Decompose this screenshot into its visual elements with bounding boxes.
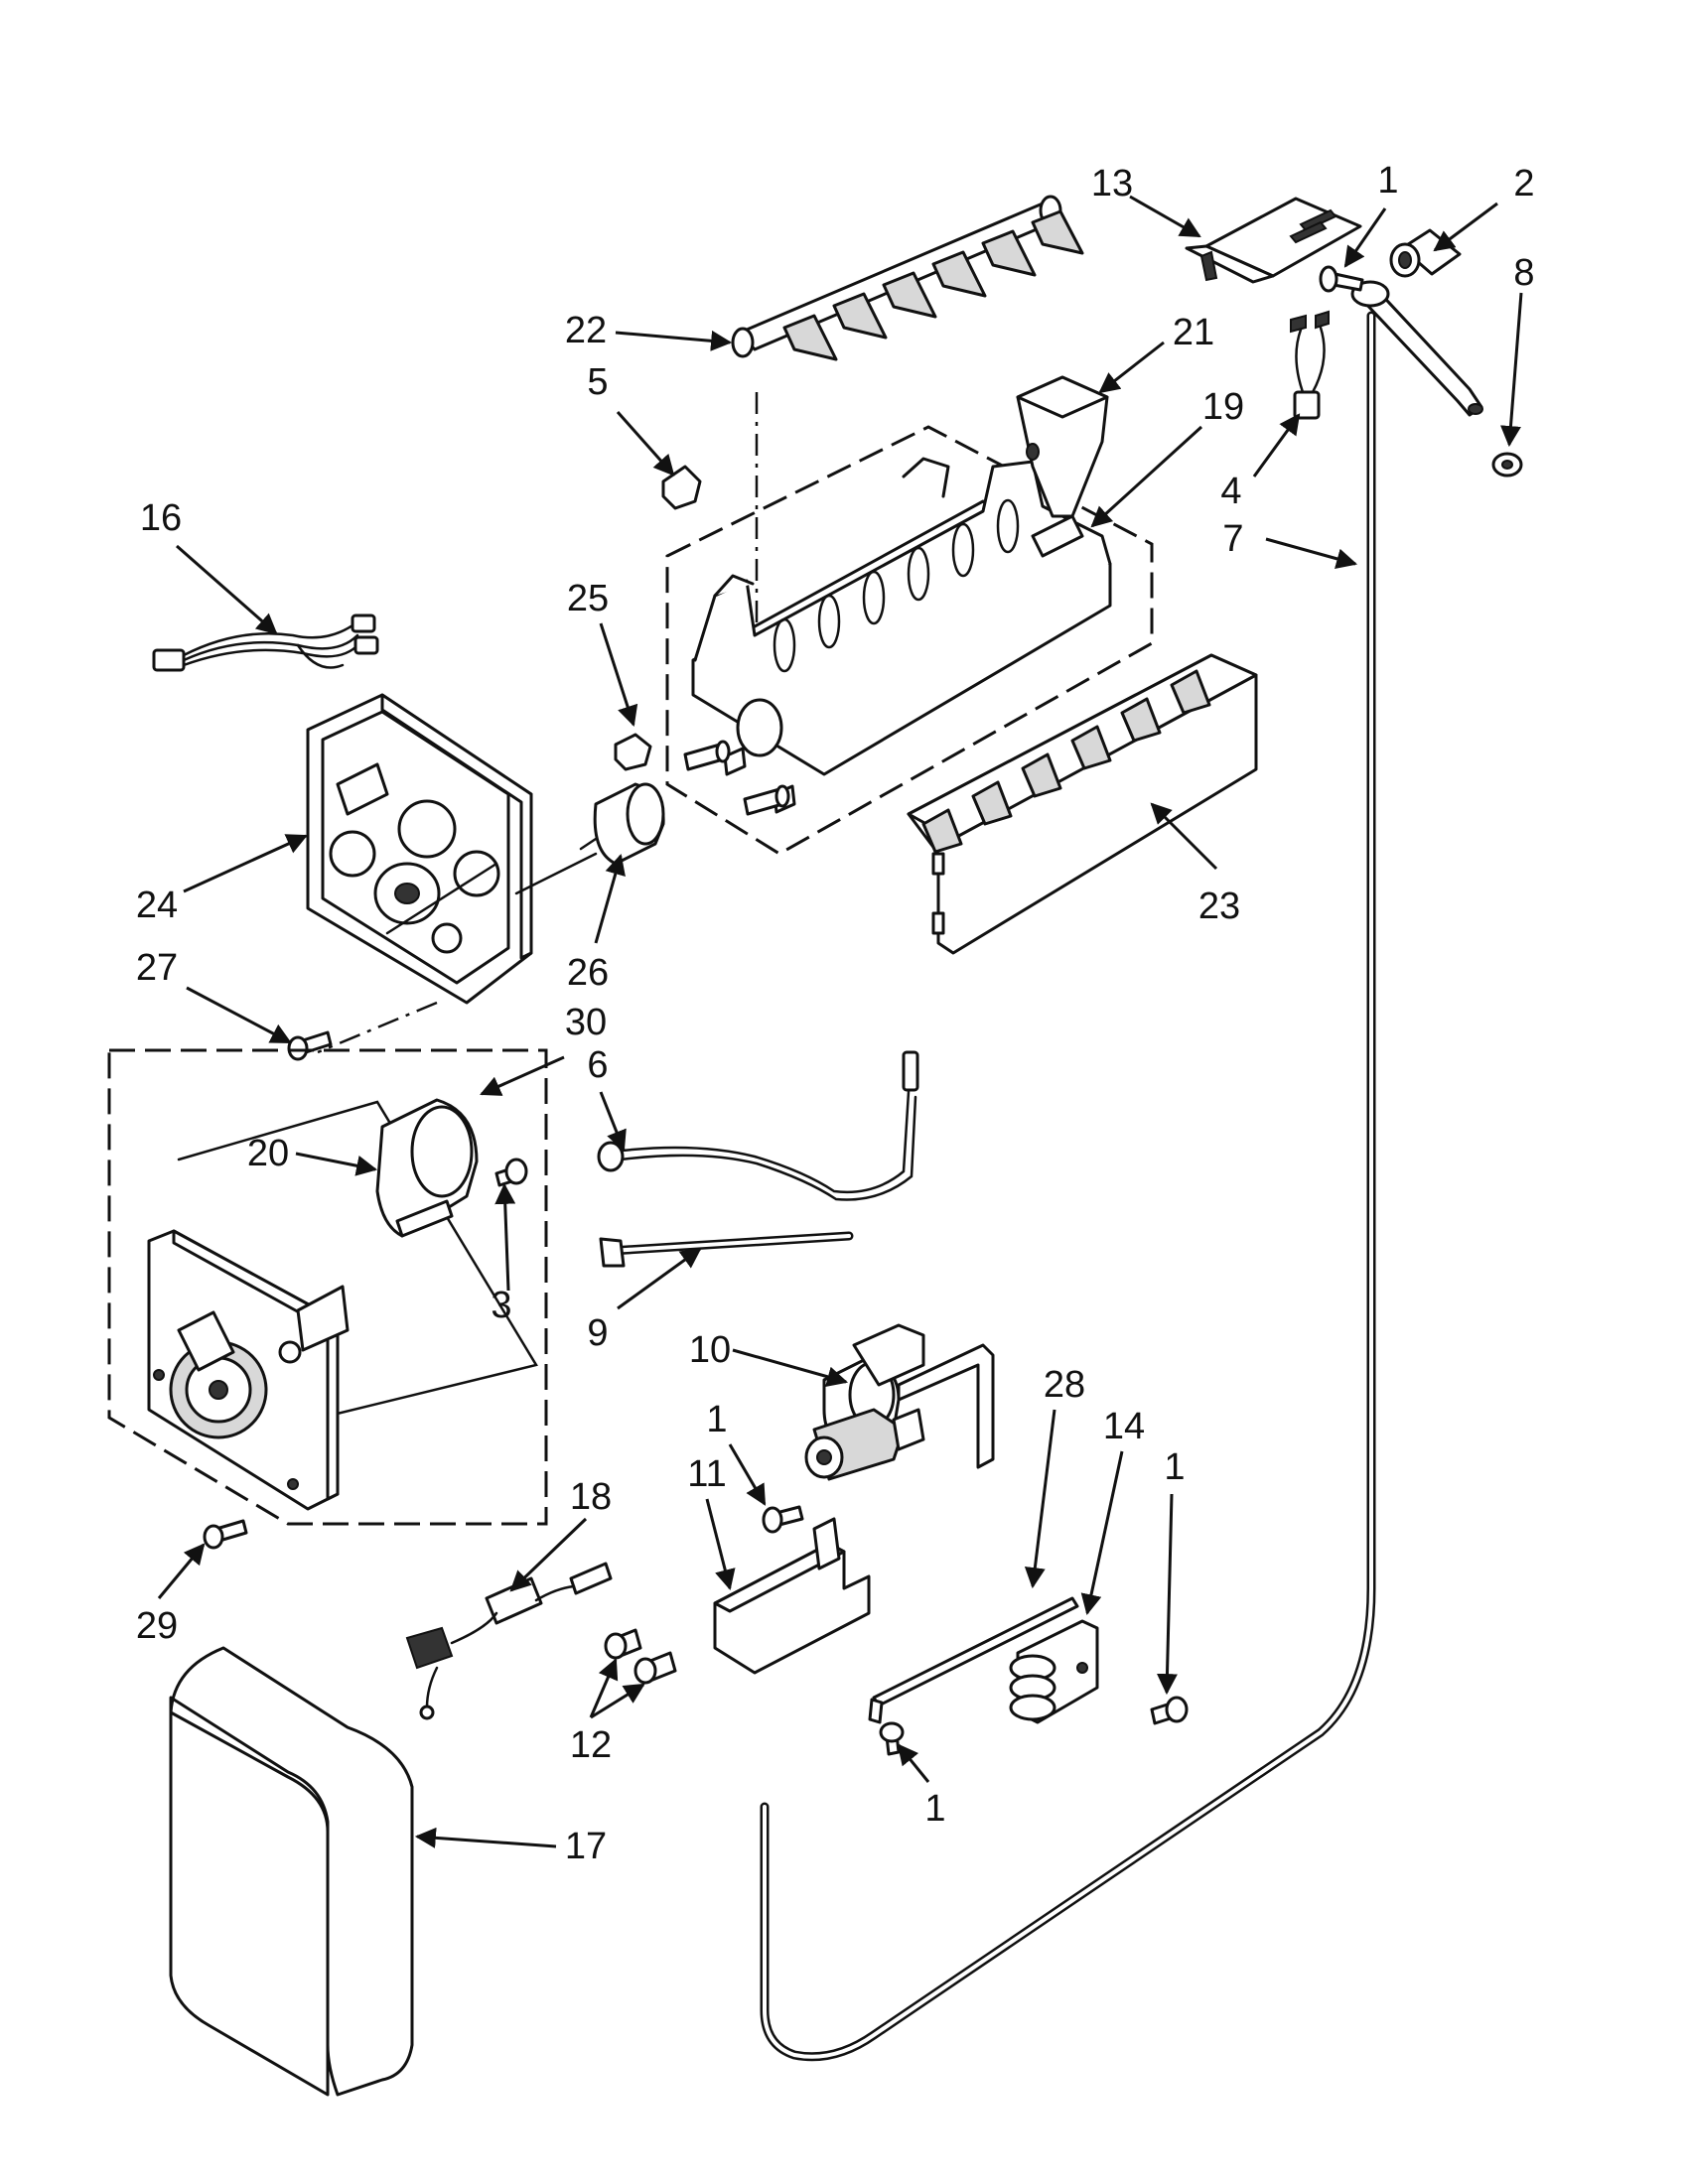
callout-22: 22 [565,310,607,351]
callout-18: 18 [570,1476,612,1518]
water-valve-part-10 [804,1323,995,1481]
mold-cavities [773,498,1020,673]
callout-1-top: 1 [1377,160,1398,202]
callout-24: 24 [136,885,178,926]
module-assembly-boundary-30 [107,1048,548,1526]
screw-part-3 [494,1158,528,1187]
callout-8: 8 [1513,252,1534,294]
screw-axis-line-27 [317,1001,438,1054]
callout-1-lower: 1 [924,1788,945,1830]
bin-part-21 [1016,375,1109,518]
fill-tube-part-9 [599,1231,854,1268]
washer-part-8 [1491,452,1523,478]
bracket-part-11 [713,1517,871,1675]
callout-11: 11 [687,1453,726,1495]
callout-10: 10 [689,1329,731,1371]
fill-cup-part-2 [1389,228,1462,278]
clip-part-5 [661,465,702,510]
callout-26: 26 [567,952,609,994]
ice-mold-part-19 [691,457,1112,814]
callout-13: 13 [1091,163,1133,205]
module-plate-part-30 [147,1229,350,1511]
callout-21: 21 [1173,312,1214,353]
callout-labels: 13 1 2 8 22 21 5 19 4 7 16 25 24 23 26 2… [136,160,1535,1867]
callout-1-bracket: 1 [706,1399,727,1440]
callout-2: 2 [1513,163,1534,205]
callout-5: 5 [587,361,608,403]
callout-12: 12 [570,1724,612,1766]
callout-29: 29 [136,1605,178,1647]
screw-part-1-bracket [762,1505,804,1534]
screw-part-1-top [1319,265,1364,293]
callout-4: 4 [1220,471,1241,512]
callout-23: 23 [1198,886,1240,927]
motor-axis-line [514,852,598,895]
callout-27: 27 [136,947,178,989]
mold-assembly-boundary [665,425,1154,856]
clamp-part-14 [1009,1619,1099,1724]
wire-harness-part-16 [152,614,379,672]
motor-assembly-guide-line [177,1100,538,1422]
callout-25: 25 [567,578,609,619]
screw-part-1-right [1150,1696,1189,1725]
callout-7: 7 [1222,518,1243,560]
thermostat-part-4 [1290,310,1330,420]
screws-part-12 [604,1628,677,1685]
motor-part-26 [579,782,665,866]
screw-part-1-lower [879,1721,905,1756]
callout-19: 19 [1202,386,1244,428]
cover-box-part-17 [169,1646,414,2097]
spring-part-28 [868,1596,1079,1724]
callout-9: 9 [587,1312,608,1354]
water-tube-part-7 [760,311,1376,2062]
module-housing-part-24 [306,693,533,1005]
callout-3: 3 [491,1285,511,1326]
callout-16: 16 [140,497,182,539]
screw-part-27 [287,1030,333,1061]
callout-14: 14 [1103,1406,1145,1447]
mold-pins [683,740,790,816]
cover-plate-part-13 [1185,197,1362,284]
callout-17: 17 [565,1826,607,1867]
callout-30: 30 [565,1002,607,1043]
leader-lines [157,195,1523,1848]
callout-1-right: 1 [1164,1446,1185,1488]
ejector-part-22 [731,195,1084,361]
heater-lead-part-6 [597,1050,919,1201]
callout-20: 20 [247,1133,289,1174]
screw-part-29 [203,1519,248,1550]
callout-6: 6 [587,1044,608,1086]
clip-part-25 [614,733,652,771]
motor-part-20 [375,1098,479,1238]
wire-harness-part-18 [405,1562,613,1720]
stripper-part-23 [907,653,1258,955]
callout-28: 28 [1044,1364,1085,1406]
